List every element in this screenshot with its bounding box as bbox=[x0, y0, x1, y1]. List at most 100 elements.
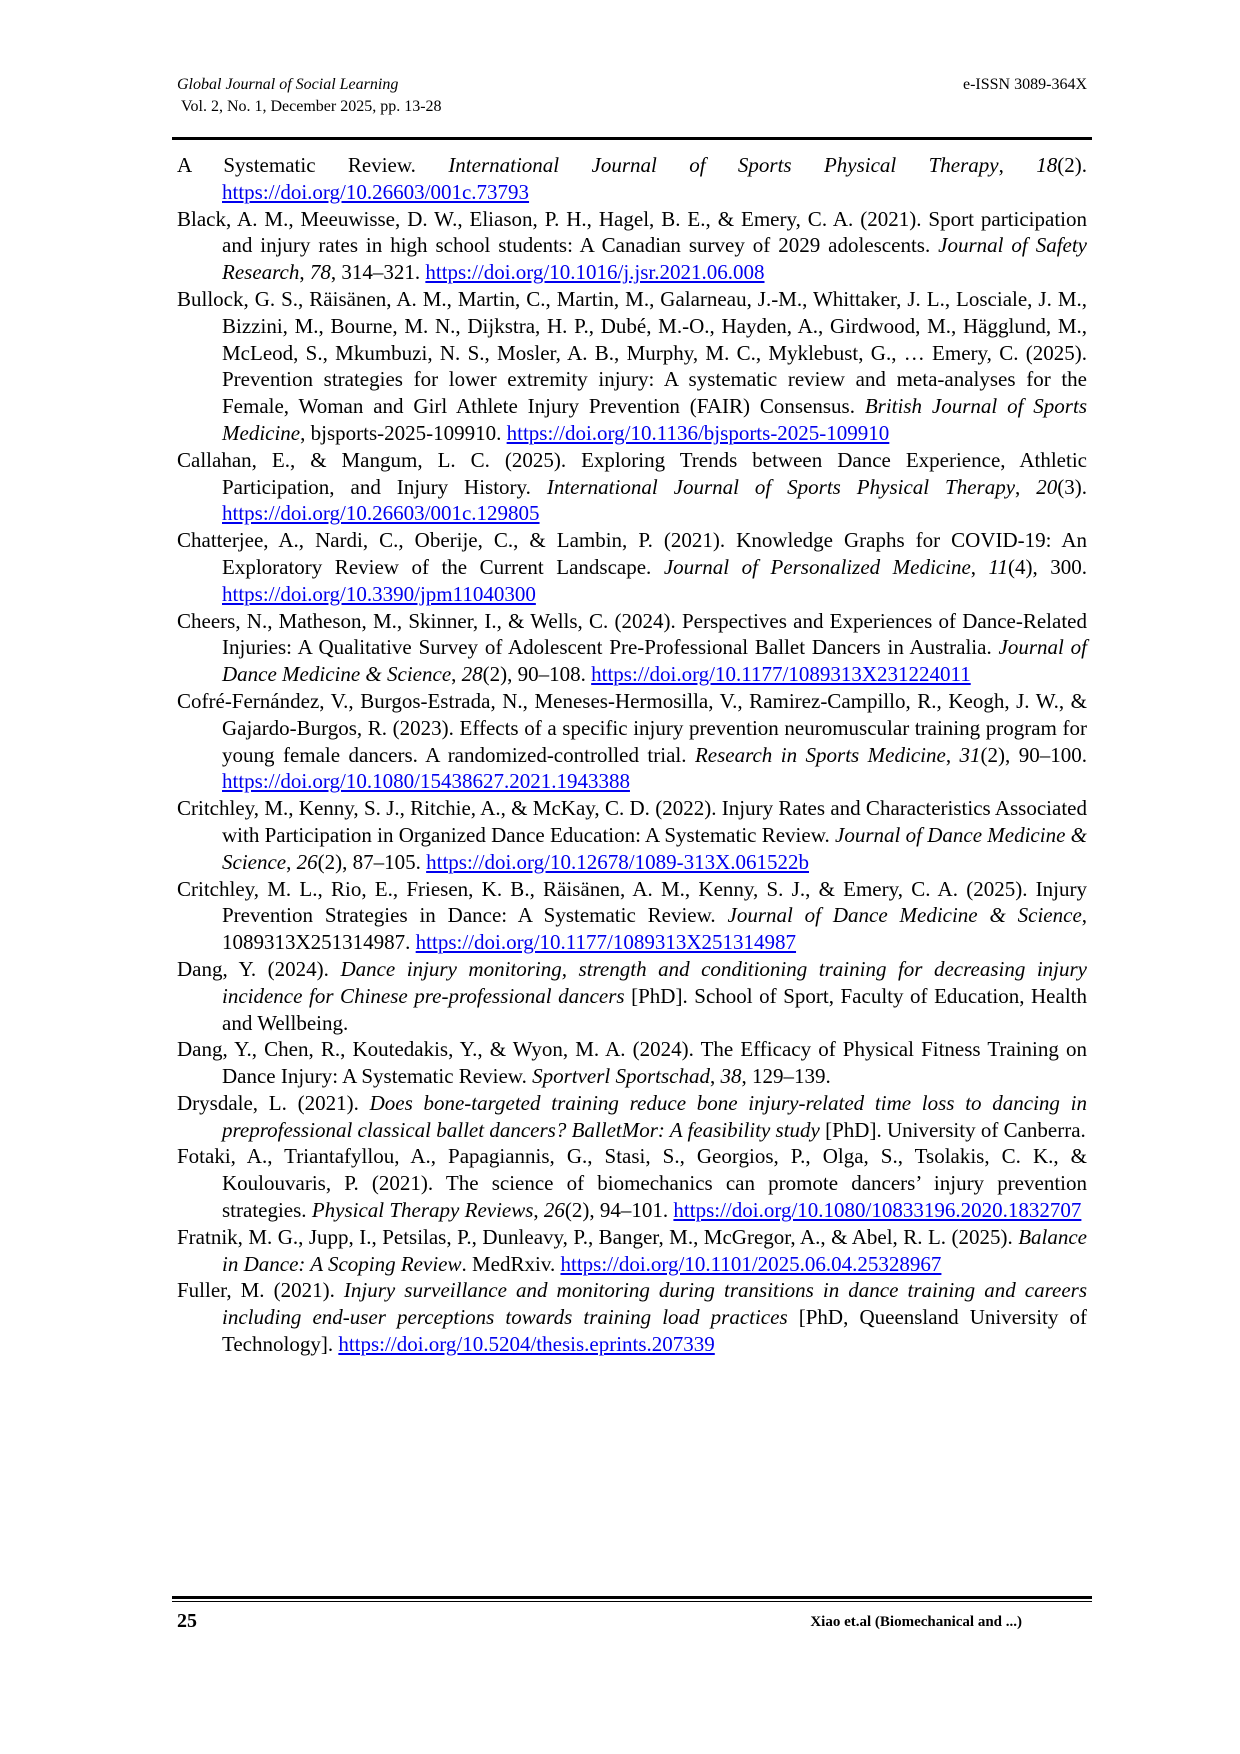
reference-entry: Cheers, N., Matheson, M., Skinner, I., &… bbox=[177, 608, 1087, 688]
reference-text: Dang, Y., Chen, R., Koutedakis, Y., & Wy… bbox=[177, 1037, 1087, 1089]
reference-volume: 11 bbox=[988, 554, 1008, 579]
reference-text: Critchley, M., Kenny, S. J., Ritchie, A.… bbox=[177, 796, 1087, 847]
volume-info: Vol. 2, No. 1, December 2025, pp. 13-28 bbox=[181, 98, 442, 115]
doi-link[interactable]: https://doi.org/10.1177/1089313X25131498… bbox=[415, 930, 797, 955]
doi-link[interactable]: https://doi.org/10.5204/thesis.eprints.2… bbox=[338, 1332, 715, 1357]
reference-source: Injury surveillance and monitoring durin… bbox=[222, 1278, 1087, 1330]
reference-entry: Black, A. M., Meeuwisse, D. W., Eliason,… bbox=[177, 206, 1087, 286]
reference-source: Journal of Dance Medicine & Science bbox=[727, 903, 1082, 928]
reference-text: Bullock, G. S., Räisänen, A. M., Martin,… bbox=[177, 286, 1087, 419]
reference-text: . MedRxiv. bbox=[461, 1251, 561, 1276]
reference-text: A Systematic Review. bbox=[177, 153, 449, 177]
doi-link[interactable]: https://doi.org/10.26603/001c.73793 bbox=[222, 179, 530, 204]
doi-link[interactable]: https://doi.org/10.3390/jpm11040300 bbox=[222, 581, 536, 606]
doi-link[interactable]: https://doi.org/10.1177/1089313X23122401… bbox=[591, 662, 971, 687]
reference-volume: 20 bbox=[1036, 474, 1058, 499]
reference-text: (2). bbox=[1057, 153, 1087, 177]
reference-text: , 129–139. bbox=[741, 1064, 831, 1089]
journal-name: Global Journal of Social Learning bbox=[177, 76, 399, 93]
page-header: Global Journal of Social Learning Vol. 2… bbox=[177, 76, 1087, 126]
reference-entry: Dang, Y. (2024). Dance injury monitoring… bbox=[177, 956, 1087, 1036]
reference-volume: 26 bbox=[543, 1198, 565, 1223]
reference-text: [PhD]. University of Canberra. bbox=[819, 1117, 1086, 1142]
reference-text: Drysdale, L. (2021). bbox=[177, 1090, 370, 1115]
reference-entry: Critchley, M., Kenny, S. J., Ritchie, A.… bbox=[177, 795, 1087, 875]
reference-volume: 28 bbox=[461, 662, 483, 687]
doi-link[interactable]: https://doi.org/10.12678/1089-313X.06152… bbox=[426, 849, 809, 874]
reference-entry: Fuller, M. (2021). Injury surveillance a… bbox=[177, 1277, 1087, 1357]
reference-source: Dance injury monitoring, strength and co… bbox=[222, 956, 1088, 1008]
reference-text: Critchley, M. L., Rio, E., Friesen, K. B… bbox=[177, 876, 1087, 928]
reference-text: , 1089313X251314987. bbox=[222, 903, 1088, 955]
reference-volume: 26 bbox=[296, 849, 318, 874]
reference-text: , bbox=[970, 554, 989, 579]
reference-text: Fratnik, M. G., Jupp, I., Petsilas, P., … bbox=[177, 1224, 1019, 1249]
reference-text: (3). bbox=[1057, 474, 1087, 499]
reference-entry: Bullock, G. S., Räisänen, A. M., Martin,… bbox=[177, 286, 1087, 447]
reference-text: , bbox=[1015, 474, 1037, 499]
reference-entry: Fratnik, M. G., Jupp, I., Petsilas, P., … bbox=[177, 1224, 1087, 1278]
reference-text: (2), 94–101. bbox=[564, 1198, 674, 1223]
reference-volume: 18 bbox=[1036, 153, 1058, 177]
doi-link[interactable]: https://doi.org/10.1136/bjsports-2025-10… bbox=[506, 420, 890, 445]
reference-source: Physical Therapy Reviews bbox=[311, 1198, 534, 1223]
reference-source: Journal of Personalized Medicine bbox=[663, 554, 971, 579]
reference-source: Balance in Dance: A Scoping Review bbox=[222, 1224, 1087, 1276]
reference-text: , bbox=[286, 849, 297, 874]
reference-text: (2), 90–100. bbox=[980, 742, 1087, 767]
doi-link[interactable]: https://doi.org/10.1101/2025.06.04.25328… bbox=[560, 1251, 942, 1276]
reference-source: International Journal of Sports Physical… bbox=[448, 153, 999, 177]
reference-text: Black, A. M., Meeuwisse, D. W., Eliason,… bbox=[177, 206, 1087, 258]
reference-text: (2), 87–105. bbox=[317, 849, 427, 874]
reference-text: , bbox=[299, 260, 310, 285]
reference-entry: Chatterjee, A., Nardi, C., Oberije, C., … bbox=[177, 527, 1087, 607]
reference-text: Fuller, M. (2021). bbox=[177, 1278, 344, 1303]
reference-entry: Dang, Y., Chen, R., Koutedakis, Y., & Wy… bbox=[177, 1036, 1087, 1090]
reference-text: [PhD, Queensland University of Technolog… bbox=[222, 1305, 1087, 1357]
reference-text: , 314–321. bbox=[330, 260, 426, 285]
reference-text: Callahan, E., & Mangum, L. C. (2025). Ex… bbox=[177, 447, 1087, 499]
reference-source: British Journal of Sports Medicine bbox=[222, 394, 1087, 445]
reference-entry: Callahan, E., & Mangum, L. C. (2025). Ex… bbox=[177, 447, 1087, 527]
header-rule bbox=[172, 137, 1092, 140]
reference-text: (2), 90–108. bbox=[482, 662, 592, 687]
reference-volume: 78 bbox=[309, 260, 331, 285]
reference-text: Cofré-Fernández, V., Burgos-Estrada, N.,… bbox=[177, 688, 1087, 767]
doi-link[interactable]: https://doi.org/10.26603/001c.129805 bbox=[222, 501, 540, 526]
reference-text: Chatterjee, A., Nardi, C., Oberije, C., … bbox=[177, 528, 1087, 579]
reference-source: International Journal of Sports Physical… bbox=[546, 474, 1016, 499]
reference-entry: A Systematic Review. International Journ… bbox=[177, 152, 1087, 206]
reference-source: Does bone-targeted training reduce bone … bbox=[222, 1090, 1088, 1142]
reference-text: , bbox=[451, 662, 462, 687]
reference-text: , bbox=[709, 1064, 721, 1089]
reference-text: , bbox=[945, 742, 960, 767]
page-number: 25 bbox=[177, 1610, 197, 1632]
reference-entry: Drysdale, L. (2021). Does bone-targeted … bbox=[177, 1090, 1087, 1144]
reference-text: , bjsports-2025-109910. bbox=[300, 420, 507, 445]
reference-entry: Fotaki, A., Triantafyllou, A., Papagiann… bbox=[177, 1143, 1087, 1223]
reference-text: Fotaki, A., Triantafyllou, A., Papagiann… bbox=[177, 1144, 1087, 1223]
footer-rule-thin bbox=[172, 1601, 1092, 1602]
issn: e-ISSN 3089-364X bbox=[963, 76, 1087, 93]
doi-link[interactable]: https://doi.org/10.1080/15438627.2021.19… bbox=[222, 769, 630, 794]
reference-source: Research in Sports Medicine bbox=[694, 742, 946, 767]
running-title: Xiao et.al (Biomechanical and ...) bbox=[810, 1614, 1022, 1630]
reference-volume: 31 bbox=[959, 742, 981, 767]
reference-text: , bbox=[533, 1198, 544, 1223]
doi-link[interactable]: https://doi.org/10.1080/10833196.2020.18… bbox=[673, 1198, 1082, 1223]
reference-source: Journal of Dance Medicine & Science bbox=[222, 822, 1087, 874]
reference-text: , bbox=[998, 153, 1037, 177]
reference-source: Journal of Safety Research bbox=[222, 233, 1088, 285]
reference-volume: 38 bbox=[720, 1064, 742, 1089]
reference-source: Journal of Dance Medicine & Science bbox=[222, 635, 1087, 687]
reference-entry: Critchley, M. L., Rio, E., Friesen, K. B… bbox=[177, 876, 1087, 956]
reference-entry: Cofré-Fernández, V., Burgos-Estrada, N.,… bbox=[177, 688, 1087, 795]
reference-text: Dang, Y. (2024). bbox=[177, 956, 341, 981]
reference-source: Sportverl Sportschad bbox=[532, 1064, 710, 1089]
footer-rule bbox=[172, 1596, 1092, 1599]
reference-text: [PhD]. School of Sport, Faculty of Educa… bbox=[222, 983, 1087, 1035]
reference-list: A Systematic Review. International Journ… bbox=[177, 152, 1087, 1358]
doi-link[interactable]: https://doi.org/10.1016/j.jsr.2021.06.00… bbox=[425, 260, 765, 285]
reference-text: Cheers, N., Matheson, M., Skinner, I., &… bbox=[177, 608, 1087, 660]
reference-text: (4), 300. bbox=[1008, 554, 1087, 579]
